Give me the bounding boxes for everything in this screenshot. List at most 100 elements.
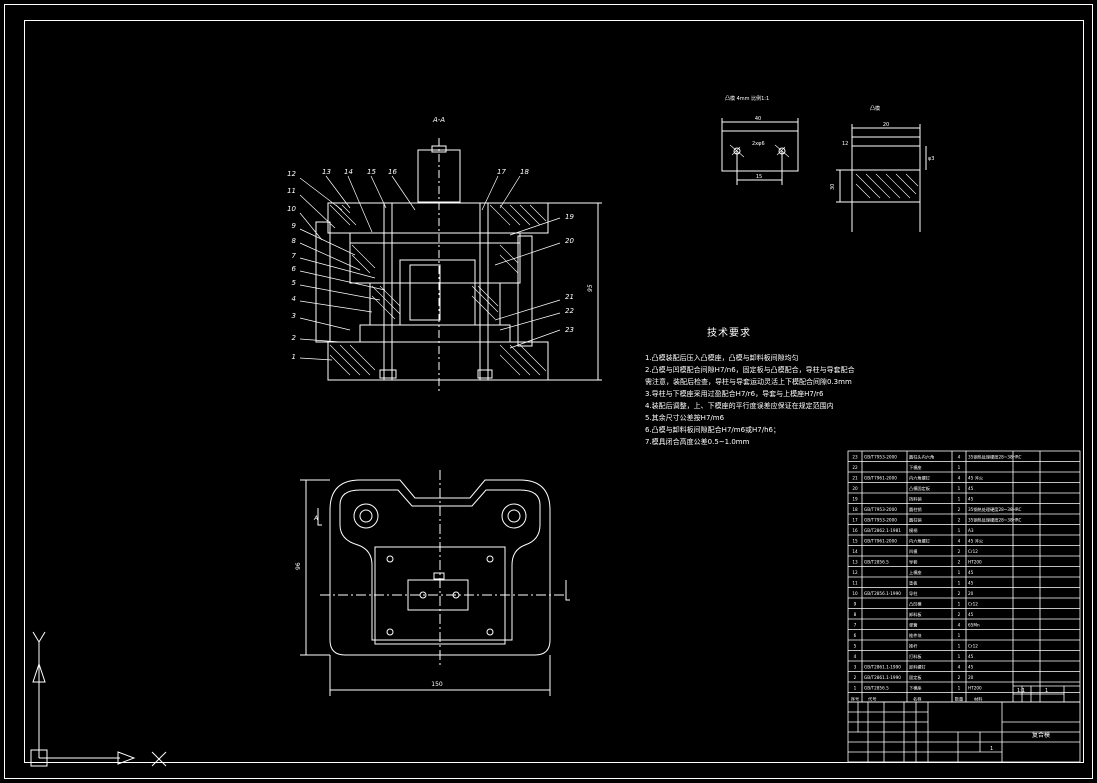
- bom-no: 9: [854, 602, 857, 607]
- plan-height-dim: 96: [295, 562, 302, 570]
- bom-qty: 2: [958, 518, 961, 523]
- bom-mat: Cr12: [968, 644, 978, 649]
- bom-no: 11: [852, 581, 858, 586]
- bom-qty: 1: [958, 497, 961, 502]
- guide-post-left: [315, 221, 331, 343]
- part-label: 22: [565, 307, 574, 315]
- part-label: 19: [565, 213, 574, 221]
- bom-qty: 2: [958, 549, 961, 554]
- part-label: 14: [344, 168, 353, 176]
- bom-name: 卸料板: [909, 611, 922, 618]
- bom-no: 19: [852, 497, 858, 502]
- part-label: 6: [292, 265, 297, 273]
- sheet-cell: 1: [990, 746, 993, 752]
- bom-mat: 45: [968, 497, 974, 502]
- bom-header-qty: 数量: [955, 696, 963, 703]
- upper-die-plate: [327, 202, 549, 234]
- part-label: 1: [292, 353, 296, 361]
- part-label: 5: [292, 279, 297, 287]
- bom-std: GB/T7961-2000: [864, 476, 897, 481]
- part-label: 16: [388, 168, 397, 176]
- bom-mat: 35钢热处理硬度28~38HRC: [968, 517, 1021, 524]
- bom-qty: 1: [958, 633, 961, 638]
- tech-req-line: 1.凸模装配后压入凸模座，凸模与卸料板间隙均匀: [645, 354, 799, 362]
- tech-req-line: 5.其余尺寸公差按H7/m6: [645, 414, 725, 422]
- drawing-frame: [4, 4, 1093, 779]
- bom-no: 20: [852, 486, 858, 491]
- svg-text:φ3: φ3: [928, 156, 934, 162]
- bom-no: 4: [854, 654, 857, 659]
- bom-qty: 2: [958, 507, 961, 512]
- bom-no: 16: [852, 528, 858, 533]
- bom-name: 下模座: [909, 464, 922, 471]
- bom-name: 凹模: [909, 548, 918, 555]
- lower-die-plate: [327, 341, 549, 381]
- part-label: 9: [292, 222, 297, 230]
- bom-no: 23: [852, 455, 858, 460]
- bom-std: GB/T7953-2000: [864, 518, 897, 523]
- bom-qty: 4: [958, 539, 961, 544]
- bom-mat: 65Mn: [968, 623, 980, 628]
- bom-no: 2: [854, 675, 857, 680]
- part-label: 11: [287, 187, 296, 195]
- bom-std: GB/T7953-2000: [864, 455, 897, 460]
- part-label: 13: [322, 168, 331, 176]
- bom-name: 内六角螺钉: [909, 475, 931, 482]
- bom-no: 7: [854, 623, 857, 628]
- bom-qty: 1: [958, 602, 961, 607]
- bom-no: 14: [852, 549, 858, 554]
- svg-text:12: 12: [842, 141, 848, 147]
- bom-mat: A3: [968, 528, 974, 533]
- bom-qty: 1: [958, 686, 961, 691]
- part-label: 21: [565, 293, 574, 301]
- bom-mat: 45: [968, 486, 974, 491]
- bom-name: 凸模固定板: [909, 485, 931, 492]
- bom-qty: 1: [958, 465, 961, 470]
- part-label: 23: [565, 326, 574, 334]
- bom-name: 挡料销: [909, 496, 922, 503]
- bom-mat: 45: [968, 581, 974, 586]
- part-labels: 12 11 10 9 8 7 6 5 4 3 2 1 13 14 15 16 1…: [287, 116, 594, 361]
- part-label: 7: [292, 252, 297, 260]
- bom-no: 5: [854, 644, 857, 649]
- bom-name: 上模座: [909, 569, 922, 576]
- bom-name: 推杆: [909, 643, 918, 650]
- bom-qty: 1: [958, 570, 961, 575]
- bom-qty: 4: [958, 623, 961, 628]
- bom-name: 打料板: [909, 653, 922, 660]
- bom-mat: HT200: [968, 560, 982, 565]
- bom-mat: Cr12: [968, 549, 978, 554]
- ucs-icon: [30, 631, 167, 767]
- bom-qty: 4: [958, 665, 961, 670]
- part-label: 8: [292, 237, 297, 245]
- punch-detail-right-text: 凸模 20 φ3 30 12: [830, 105, 934, 190]
- bom-qty: 1: [958, 644, 961, 649]
- bom-std: GB/T7961-2000: [864, 539, 897, 544]
- bom-table: [847, 450, 1081, 763]
- part-label: 18: [520, 168, 529, 176]
- bom-qty: 1: [958, 486, 961, 491]
- bom-mat: Cr12: [968, 602, 978, 607]
- bom-name: 导柱: [909, 590, 918, 597]
- part-label: 12: [287, 170, 296, 178]
- bom-qty: 4: [958, 476, 961, 481]
- bom-name: 导套: [909, 559, 918, 566]
- plan-width-dim: 150: [431, 681, 443, 688]
- leader-lines: [299, 175, 561, 361]
- svg-text:40: 40: [755, 116, 761, 122]
- punch-detail-left: [721, 118, 799, 185]
- bom-no: 1: [854, 686, 857, 691]
- bom-mat: 45: [968, 654, 974, 659]
- bom-std: GB/T2861.1-1990: [864, 675, 901, 680]
- bom-no: 6: [854, 633, 857, 638]
- bom-name: 推件块: [909, 632, 922, 639]
- bom-qty: 1: [958, 581, 961, 586]
- bom-no: 13: [852, 560, 858, 565]
- bom-no: 3: [854, 665, 857, 670]
- bom-name: 弹簧: [909, 622, 917, 629]
- bom-no: 12: [852, 570, 858, 575]
- bom-qty: 2: [958, 612, 961, 617]
- bom-mat: 45: [968, 570, 974, 575]
- bom-mat: 45: [968, 612, 974, 617]
- bom-header-std: 代号: [868, 696, 876, 703]
